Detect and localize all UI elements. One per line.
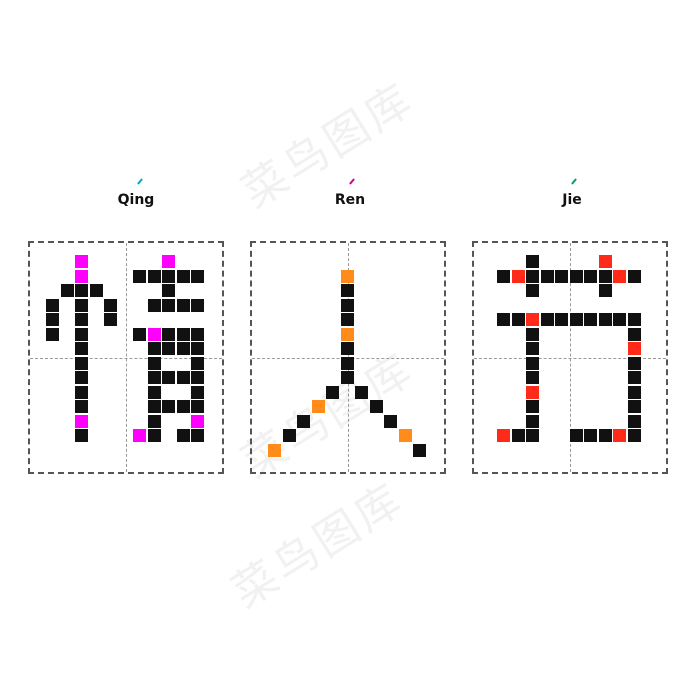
character-box-ren — [250, 241, 446, 474]
watermark-bottom: 菜鸟图库 — [223, 473, 414, 619]
tone-mark-qing — [136, 178, 144, 185]
pinyin-jie: Jie — [562, 192, 582, 208]
guide-vertical — [570, 243, 571, 472]
character-box-qing — [28, 241, 224, 474]
tone-mark-ren — [348, 178, 356, 185]
character-box-jie — [472, 241, 668, 474]
pinyin-qing: Qing — [117, 192, 155, 208]
guide-vertical — [126, 243, 127, 472]
guide-vertical — [348, 243, 349, 472]
tone-mark-jie — [570, 178, 578, 185]
pinyin-ren: Ren — [334, 192, 366, 208]
